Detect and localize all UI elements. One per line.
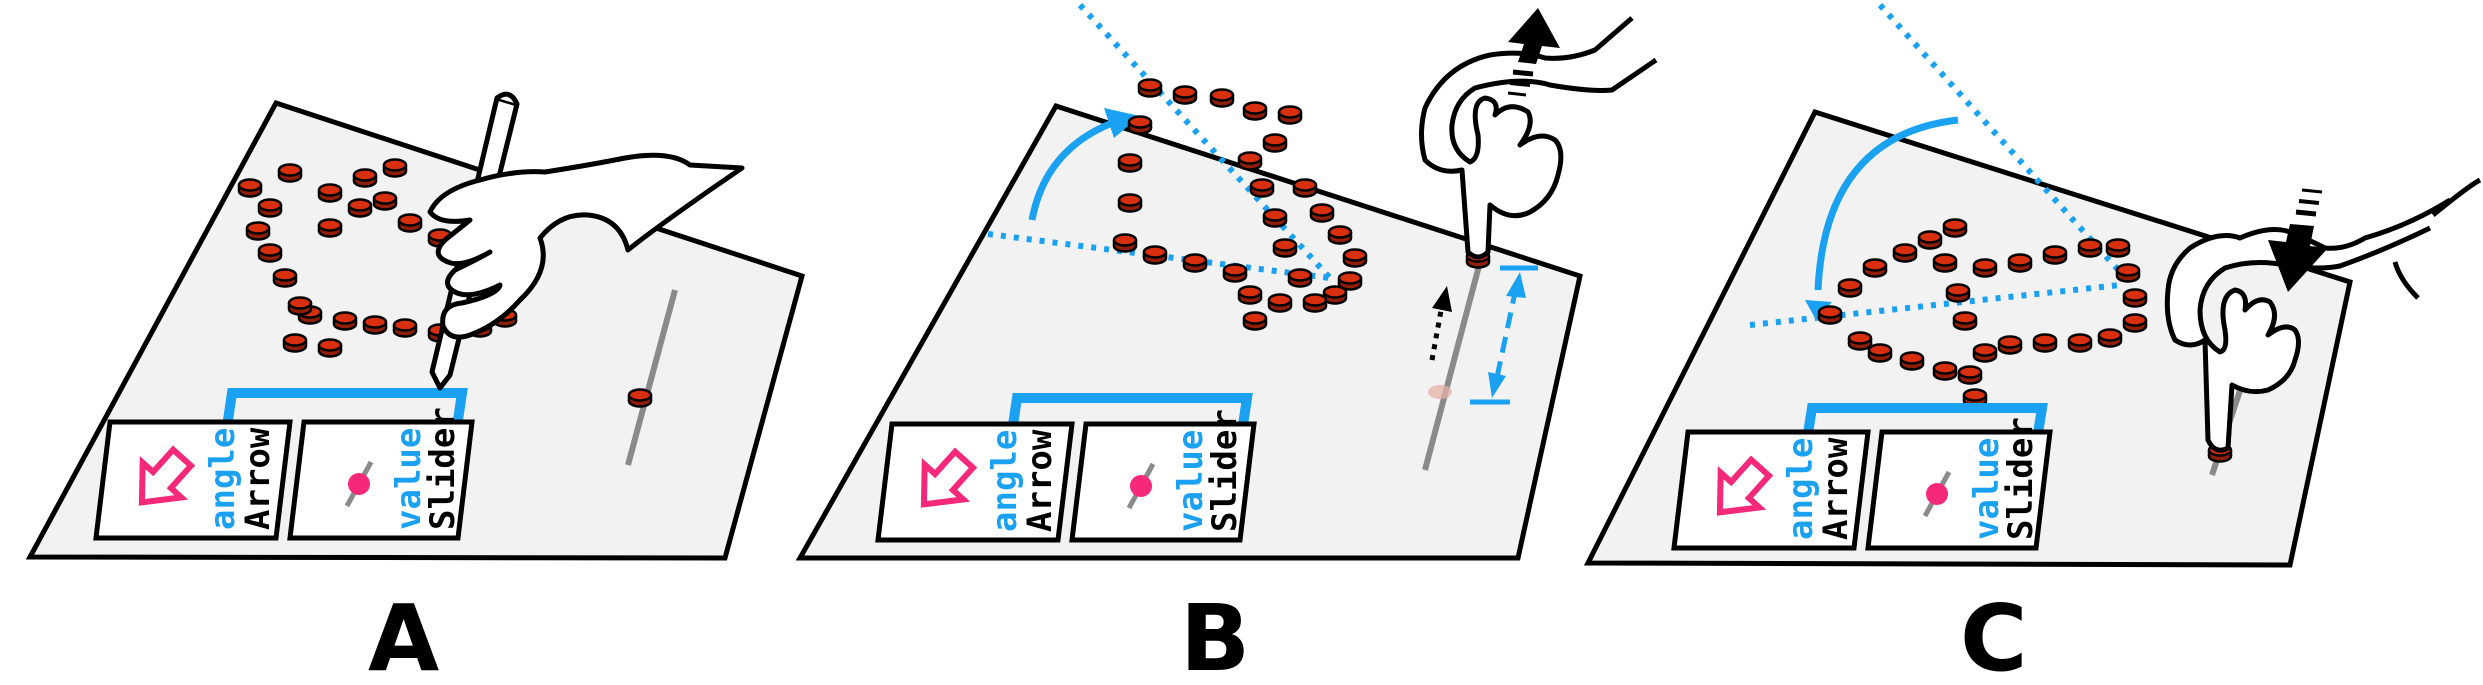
angle-reference-line	[1877, 2, 2123, 275]
motion-arrow-icon	[2268, 188, 2328, 292]
panel-label-c: C	[1960, 585, 2028, 685]
tangible-cards: angle Arrow value Slider	[96, 407, 472, 538]
card-slider-binding: value	[1967, 438, 2007, 540]
card-arrow-name: Arrow	[238, 427, 278, 530]
motion-arrow-icon	[1429, 304, 1445, 361]
hand-icon	[1419, 16, 1658, 260]
card-slider-name: Slider	[423, 407, 463, 530]
slider-ghost-token	[1428, 385, 1452, 399]
card-slider-name: Slider	[2001, 417, 2041, 540]
hand-icon	[427, 152, 745, 340]
slider-track	[625, 289, 678, 466]
tangible-cards: angle Arrow value Slider	[1674, 417, 2050, 548]
slider-token	[627, 388, 653, 408]
panel-b: angle Arrow value Slider B	[795, 2, 1658, 685]
angle-reference-line	[1077, 2, 1333, 281]
bracket	[1008, 393, 1253, 426]
rotation-arc	[1814, 116, 1959, 291]
card-slider-name: Slider	[1205, 409, 1245, 532]
card-slider-binding: value	[389, 428, 429, 530]
bracket	[1803, 403, 2048, 434]
panel-c: angle Arrow value Slider C	[1583, 2, 2482, 685]
value-dimension-arrow	[1493, 287, 1519, 383]
angle-base-line	[1749, 282, 2121, 328]
card-arrow-name: Arrow	[1816, 437, 1856, 540]
card-arrow-binding: angle	[203, 428, 243, 530]
rotation-arc	[1028, 119, 1114, 221]
hand-icon	[2164, 197, 2452, 453]
card-arrow-name: Arrow	[1020, 429, 1060, 532]
panel-label-b: B	[1180, 585, 1250, 685]
motion-arrow-icon	[1507, 8, 1560, 97]
tangible-cards: angle Arrow value Slider	[878, 409, 1254, 540]
panel-a: angle Arrow value Slider A	[25, 91, 806, 685]
bracket	[223, 388, 468, 421]
card-arrow-binding: angle	[985, 430, 1025, 532]
card-arrow-binding: angle	[1781, 438, 1821, 540]
slider-track	[1422, 261, 1483, 471]
panel-label-a: A	[368, 585, 439, 685]
card-slider-binding: value	[1171, 430, 1211, 532]
